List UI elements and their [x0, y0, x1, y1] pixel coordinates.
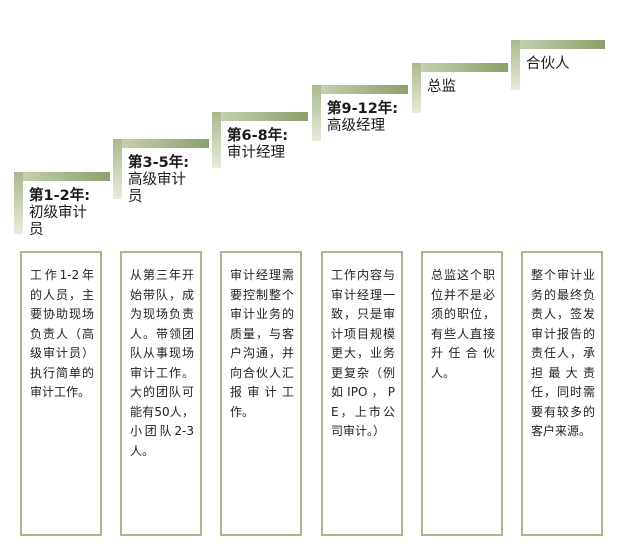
step-senior-auditor: 第3-5年: 高级审计员	[113, 139, 209, 205]
step-years: 第3-5年:	[128, 155, 189, 171]
step-riser	[212, 112, 221, 168]
step-bar	[511, 40, 605, 49]
step-riser	[412, 63, 421, 113]
step-bar	[312, 85, 408, 94]
step-audit-manager: 第6-8年: 审计经理	[212, 112, 308, 168]
step-role: 合伙人	[526, 56, 570, 72]
step-bar	[412, 63, 508, 72]
step-riser	[14, 172, 23, 234]
desc-text: 审计经理需要控制整个审计业务的质量，与客户沟通，并向合伙人汇报审计工作。	[230, 268, 294, 419]
desc-box-junior-auditor: 工作1-2年的人员，主要协助现场负责人（高级审计员）执行简单的审计工作。	[20, 251, 102, 536]
step-riser	[312, 85, 321, 141]
step-partner: 合伙人	[511, 40, 605, 90]
step-label: 第9-12年: 高级经理	[327, 101, 398, 135]
step-role: 高级审计员	[128, 172, 186, 205]
step-riser	[511, 40, 520, 90]
step-label: 第1-2年: 初级审计员	[29, 188, 99, 239]
step-junior-auditor: 第1-2年: 初级审计员	[14, 172, 110, 238]
step-years: 第1-2年:	[29, 188, 90, 204]
desc-box-audit-manager: 审计经理需要控制整个审计业务的质量，与客户沟通，并向合伙人汇报审计工作。	[220, 251, 302, 536]
desc-box-senior-manager: 工作内容与审计经理一致，只是审计项目规模更大，业务更复杂（例如IPO，PE，上市…	[321, 251, 403, 536]
step-director: 总监	[412, 63, 508, 113]
step-label: 第3-5年: 高级审计员	[128, 155, 198, 206]
step-role: 总监	[427, 79, 456, 95]
step-bar	[14, 172, 110, 181]
step-years: 第6-8年:	[227, 128, 288, 144]
step-label: 总监	[427, 79, 456, 96]
step-label: 第6-8年: 审计经理	[227, 128, 288, 162]
step-role: 初级审计员	[29, 205, 87, 238]
desc-text: 工作1-2年的人员，主要协助现场负责人（高级审计员）执行简单的审计工作。	[30, 268, 94, 399]
desc-text: 从第三年开始带队，成为现场负责人。带领团队从事现场审计工作。大的团队可能有50人…	[130, 268, 194, 458]
step-role: 高级经理	[327, 118, 385, 134]
step-riser	[113, 139, 122, 199]
step-label: 合伙人	[526, 56, 570, 73]
step-role: 审计经理	[227, 145, 285, 161]
desc-text: 工作内容与审计经理一致，只是审计项目规模更大，业务更复杂（例如IPO，PE，上市…	[331, 268, 395, 438]
desc-text: 总监这个职位并不是必须的职位，有些人直接升任合伙人。	[431, 268, 495, 380]
desc-box-director: 总监这个职位并不是必须的职位，有些人直接升任合伙人。	[421, 251, 503, 536]
step-bar	[212, 112, 308, 121]
desc-text: 整个审计业务的最终负责人，签发审计报告的责任人，承担最大责任，同时需要有较多的客…	[531, 268, 595, 438]
step-senior-manager: 第9-12年: 高级经理	[312, 85, 408, 141]
step-bar	[113, 139, 209, 148]
desc-box-senior-auditor: 从第三年开始带队，成为现场负责人。带领团队从事现场审计工作。大的团队可能有50人…	[120, 251, 202, 536]
step-years: 第9-12年:	[327, 101, 399, 117]
desc-box-partner: 整个审计业务的最终负责人，签发审计报告的责任人，承担最大责任，同时需要有较多的客…	[521, 251, 603, 536]
